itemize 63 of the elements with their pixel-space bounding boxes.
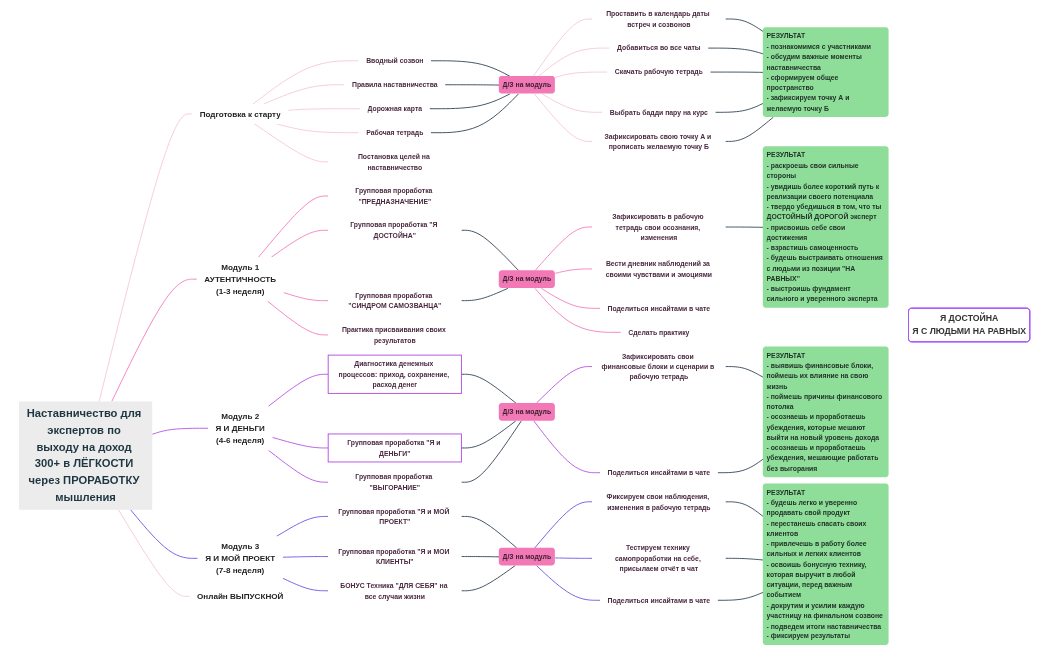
connector: [282, 577, 329, 592]
node-text: Модуль 1 АУТЕНТИЧНОСТЬ (1-3 неделя): [204, 262, 277, 296]
connector: [444, 84, 500, 86]
connector: [430, 93, 519, 134]
connector: [461, 373, 517, 404]
connector: [554, 557, 593, 559]
connector: [709, 71, 764, 73]
connector: [276, 516, 329, 537]
connector: [130, 509, 199, 559]
connector: [725, 226, 764, 228]
connector: [267, 449, 329, 483]
connector: [534, 501, 593, 549]
node-text: Модуль 3 Я И МОЙ ПРОЕКТ (7-8 неделя): [205, 541, 276, 575]
connector: [287, 108, 361, 111]
connector: [725, 116, 774, 142]
connector: [461, 229, 520, 272]
connector: [461, 287, 509, 302]
connector: [534, 226, 593, 272]
connector: [282, 556, 329, 558]
connector: [725, 557, 764, 561]
connector: [98, 113, 193, 402]
connector: [534, 93, 593, 142]
connector: [151, 427, 209, 435]
connector: [461, 516, 518, 549]
connector: [430, 60, 511, 77]
connector: [541, 93, 603, 113]
node-text: Онлайн ВЫПУСКНОЙ: [197, 591, 284, 601]
connector: [717, 458, 764, 474]
connector: [252, 60, 360, 105]
connector: [540, 287, 601, 309]
connector: [538, 47, 610, 77]
node-text: Подготовка к старту: [199, 109, 281, 119]
connector: [276, 123, 360, 134]
connector: [533, 18, 593, 77]
connector: [267, 300, 329, 336]
connector: [534, 287, 622, 333]
connector: [118, 509, 190, 597]
connector: [533, 420, 601, 474]
connector: [263, 84, 345, 105]
node-text: Модуль 2 Я И ДЕНЬГИ (4-6 неделя): [215, 411, 265, 445]
connector: [554, 71, 608, 79]
connector: [283, 292, 329, 302]
connector: [707, 47, 764, 55]
connector: [725, 18, 764, 32]
connector: [270, 229, 329, 258]
connector: [717, 591, 764, 601]
connector: [535, 366, 593, 404]
connector: [554, 268, 593, 274]
connector: [461, 556, 500, 558]
connector: [429, 93, 511, 110]
connector: [461, 420, 517, 449]
connector: [725, 501, 764, 517]
node-box: Наставничество для экспертов по выходу на доход 300+ в ЛЁГКОСТИ через ПРОРАБОТКУ мышления: [19, 401, 153, 510]
connector: [258, 195, 329, 258]
connector: [267, 373, 329, 407]
connector: [253, 123, 329, 163]
connector: [111, 278, 198, 402]
connector: [714, 102, 764, 113]
connector: [461, 565, 516, 592]
connector: [725, 366, 764, 378]
connector: [271, 436, 329, 449]
connector: [461, 420, 522, 483]
connector: [536, 565, 601, 601]
